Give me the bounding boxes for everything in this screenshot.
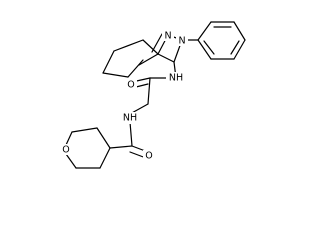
atom-o-ring: O <box>60 144 72 156</box>
bond-thp-3 <box>65 131 73 146</box>
bond-nh-co-lower <box>129 121 133 147</box>
atom-o-upper-label: O <box>127 80 134 91</box>
atom-n-upper-label: N <box>164 31 171 42</box>
atom-nh-upper-label: NH <box>169 73 183 84</box>
bond-co-ring <box>109 145 133 149</box>
atom-n-lower: N <box>176 35 188 47</box>
bond-thp-2 <box>71 127 98 133</box>
bond-thp-4 <box>65 153 77 169</box>
atom-n-upper: N <box>162 30 174 42</box>
atom-o-ring-label: O <box>62 145 69 156</box>
bond-c-ch2 <box>147 77 151 105</box>
atom-o-lower: O <box>143 150 155 162</box>
molecule-structure: N N NH O NH O O <box>60 21 246 169</box>
atom-o-lower-label: O <box>145 151 152 162</box>
bond-ph-4 <box>233 39 246 60</box>
atom-nh-lower: NH <box>120 112 140 124</box>
bond-ph-6 <box>197 39 212 60</box>
bond-pz-1b <box>151 33 163 53</box>
atom-nh-lower-label: NH <box>123 113 137 124</box>
atom-o-upper: O <box>125 79 137 91</box>
bond-cp-4 <box>102 72 129 78</box>
bond-cp-1 <box>102 50 115 74</box>
bonds <box>65 21 246 169</box>
bond-fused-double <box>127 59 144 78</box>
atom-n-lower-label: N <box>178 36 185 47</box>
bond-ph-d3 <box>203 40 215 55</box>
bond-fused <box>138 53 159 66</box>
bond-cp-3 <box>142 39 159 55</box>
bond-pz-4 <box>157 53 175 63</box>
atom-nh-upper: NH <box>166 72 186 84</box>
bond-ph-1 <box>197 21 212 41</box>
bond-thp-1 <box>96 127 111 149</box>
bond-cp-2 <box>113 39 144 52</box>
bond-ph-d2 <box>230 40 240 55</box>
bond-thp-6 <box>99 147 111 169</box>
bond-ph-3 <box>233 21 246 41</box>
atom-labels: N N NH O NH O O <box>60 30 188 162</box>
